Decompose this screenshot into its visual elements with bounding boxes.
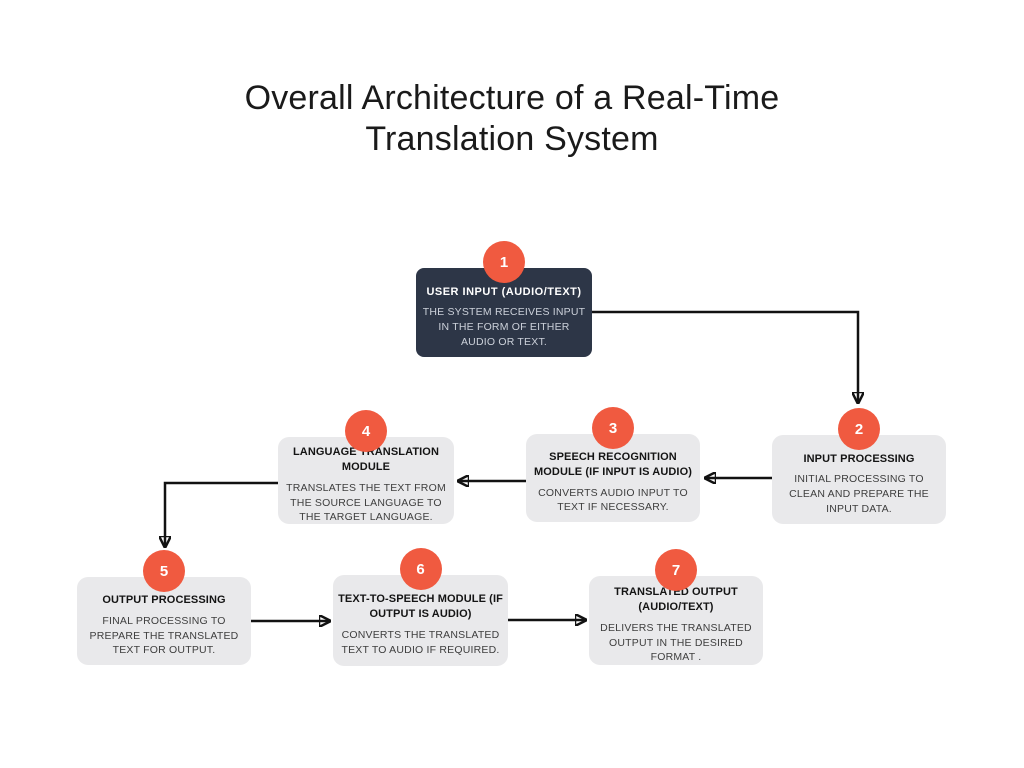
node-title: INPUT PROCESSING — [803, 452, 915, 465]
step-number-badge: 5 — [143, 550, 185, 592]
node-title: TEXT-TO-SPEECH MODULE (IF OUTPUT IS AUDI… — [338, 593, 503, 621]
node-description: TRANSLATES THE TEXT FROM THE SOURCE LANG… — [286, 481, 446, 524]
flow-node-speech-recognition: 3 SPEECH RECOGNITION MODULE (IF INPUT IS… — [526, 407, 700, 522]
flow-node-text-to-speech: 6 TEXT-TO-SPEECH MODULE (IF OUTPUT IS AU… — [333, 548, 508, 666]
node-description: CONVERTS THE TRANSLATED TEXT TO AUDIO IF… — [341, 629, 500, 656]
node-title: SPEECH RECOGNITION MODULE (IF INPUT IS A… — [533, 450, 693, 478]
node-title: OUTPUT PROCESSING — [102, 594, 226, 607]
flow-node-input-processing: 2 INPUT PROCESSING INITIAL PROCESSING TO… — [772, 408, 946, 524]
node-description: FINAL PROCESSING TO PREPARE THE TRANSLAT… — [89, 614, 239, 657]
connector-1-2 — [592, 310, 858, 402]
flow-node-translated-output: 7 TRANSLATED OUTPUT (AUDIO/TEXT) DELIVER… — [589, 549, 763, 665]
step-number-badge: 7 — [655, 549, 697, 591]
connector-4-5 — [165, 481, 278, 546]
page-title-line-2: Translation System — [365, 120, 659, 158]
flow-node-output-processing: 5 OUTPUT PROCESSING FINAL PROCESSING TO … — [77, 550, 251, 665]
node-title: USER INPUT (AUDIO/TEXT) — [426, 285, 582, 298]
node-title: TRANSLATED OUTPUT (AUDIO/TEXT) — [614, 586, 738, 613]
step-number-badge: 3 — [592, 407, 634, 449]
node-description: INITIAL PROCESSING TO CLEAN AND PREPARE … — [789, 473, 929, 515]
page-title-line-1: Overall Architecture of a Real-Time — [244, 79, 780, 117]
node-description: CONVERTS AUDIO INPUT TO TEXT IF NECESSAR… — [538, 486, 688, 514]
flow-node-user-input: 1 USER INPUT (AUDIO/TEXT) THE SYSTEM REC… — [416, 241, 592, 357]
step-number-badge: 4 — [345, 410, 387, 452]
step-number-badge: 1 — [483, 241, 525, 283]
page-title: Overall Architecture of a Real-Time Tran… — [0, 78, 1024, 160]
node-title: LANGUAGE TRANSLATION MODULE — [292, 446, 439, 473]
step-number-badge: 2 — [838, 408, 880, 450]
step-number-badge: 6 — [399, 548, 442, 590]
flow-node-language-translation: 4 LANGUAGE TRANSLATION MODULE TRANSLATES… — [278, 410, 454, 524]
node-description: DELIVERS THE TRANSLATED OUTPUT IN THE DE… — [600, 621, 752, 664]
node-description: THE SYSTEM RECEIVES INPUT IN THE FORM OF… — [422, 306, 586, 348]
